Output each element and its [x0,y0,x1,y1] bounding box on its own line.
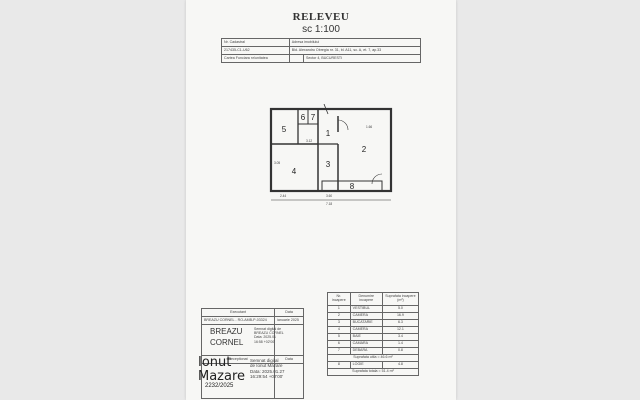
col-header-name: Denumire incapere [349,292,383,306]
document-sheet: RELEVEU sc 1:100 Nr. Cadastral Adresa im… [186,0,456,400]
dim-label: 3.12 [306,139,312,143]
cadastral-label: Nr. Cadastral [221,38,290,47]
dim-label: 2.44 [280,194,286,198]
floor-plan: 1 2 3 4 5 6 7 8 3.60 2.44 3.12 3.05 1.66… [269,104,393,206]
receiver-name: Mazare [198,369,246,384]
executant-signature: Semnat digital de BREAZU CORNEL Data: 20… [254,327,284,344]
dim-label: 3.05 [274,161,280,165]
room-6-label: 6 [301,113,306,122]
address-value: Bld. Alexandru Obregia nr. 31, bl. A11, … [288,46,422,55]
room-1-label: 1 [326,129,331,138]
useful-area: Suprafata utila = 46.6 m² [327,354,419,362]
dim-label: 3.60 [326,194,332,198]
executant-name: BREAZU CORNEL - RO-AMB-P-03324 [200,316,276,325]
executant-name-large: CORNEL [210,338,244,347]
rooms-table: Nr. incapere Denumire incapere Suprafata… [327,292,420,376]
room-2-label: 2 [362,145,367,154]
room-7-label: 7 [311,113,316,122]
cadastral-value: 217435-C1-U62 [221,46,290,55]
executant-table: Executant Data BREAZU CORNEL - RO-AMB-P-… [200,308,304,399]
room-5-label: 5 [282,125,287,134]
document-number: 2232/2025 [205,383,234,389]
document-title: RELEVEU [292,11,350,23]
receiver-signature: Semnat digital de Ionut Mazare Data: 202… [250,358,285,380]
header-info-table: Nr. Cadastral Adresa imobilului 217435-C… [221,38,422,63]
col-header-area: Suprafata incapere (m²) [381,292,420,306]
sector-value: Sector 4, BUCURESTI [302,54,422,63]
executant-label: Executant [200,308,276,317]
dim-label: 1.66 [366,125,372,129]
executant-name-large: BREAZU [210,327,243,336]
room-3-label: 3 [326,160,331,169]
room-4-label: 4 [292,167,297,176]
total-area: Suprafata totala = 51.4 m² [327,368,419,376]
dim-label: 7.18 [326,202,332,206]
address-label: Adresa imobilului [288,38,422,47]
document-scale: sc 1:100 [302,24,340,35]
executant-date: ianuarie 2025 [274,316,304,325]
col-header-number: Nr. incapere [327,292,351,306]
date-label: Data [274,308,304,317]
book-label: Cartea Funciara nr/unitatea [221,54,290,63]
receiver-name: Ionut [198,355,232,370]
room-8-label: 8 [350,182,355,191]
